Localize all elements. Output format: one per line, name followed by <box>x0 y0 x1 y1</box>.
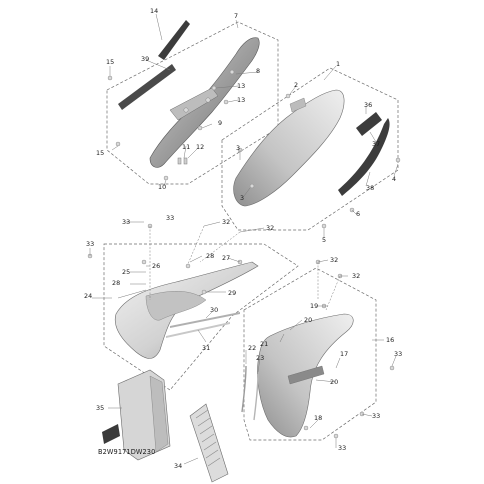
callout-14: 14 <box>150 7 158 15</box>
callout-29: 29 <box>228 289 236 297</box>
callout-18: 18 <box>314 414 322 422</box>
callout-15-bottom: 15 <box>96 149 104 157</box>
callout-labels: 14 7 39 15 8 13 13 9 15 11 12 10 1 2 36 … <box>84 7 402 470</box>
callout-32-b: 32 <box>266 224 274 232</box>
callout-34: 34 <box>174 462 182 470</box>
callout-6: 6 <box>356 210 360 218</box>
callout-37: 37 <box>372 140 380 148</box>
fasteners-group-7 <box>107 69 235 181</box>
callout-7: 7 <box>234 12 238 20</box>
callout-33-e: 33 <box>372 412 380 420</box>
callout-23: 23 <box>256 354 264 362</box>
part-strip-39 <box>118 64 176 110</box>
part-cover-1 <box>233 89 345 207</box>
part-strip-38 <box>338 118 390 196</box>
part-strip-22 <box>241 365 247 413</box>
fasteners-group-24 <box>87 223 243 295</box>
callout-26: 26 <box>152 262 160 270</box>
callout-28-left: 28 <box>112 279 120 287</box>
callout-35: 35 <box>96 404 104 412</box>
callout-25: 25 <box>122 268 130 276</box>
callout-22: 22 <box>248 344 256 352</box>
callout-33-d: 33 <box>394 350 402 358</box>
callout-3-upper: 3 <box>236 144 240 152</box>
part-shroud-24 <box>114 261 259 359</box>
part-strip-23 <box>253 373 259 421</box>
callout-20-lower: 20 <box>330 378 338 386</box>
callout-33-c: 33 <box>86 240 94 248</box>
callout-11: 11 <box>182 143 190 151</box>
callout-8: 8 <box>256 67 260 75</box>
callout-36: 36 <box>364 101 372 109</box>
callout-3-lower: 3 <box>240 194 244 202</box>
diagram-code: B2W9171DW230 <box>98 448 155 456</box>
callout-10: 10 <box>158 183 166 191</box>
callout-16: 16 <box>386 336 394 344</box>
callout-20-upper: 20 <box>304 316 312 324</box>
callout-31: 31 <box>202 344 210 352</box>
callout-21: 21 <box>260 340 268 348</box>
callout-5: 5 <box>322 236 326 244</box>
group-boundary-24 <box>103 243 299 391</box>
callout-13-lower: 13 <box>237 96 245 104</box>
group-boundary-16 <box>243 267 377 441</box>
callout-2: 2 <box>294 81 298 89</box>
callout-19: 19 <box>310 302 318 310</box>
callout-33-b: 33 <box>166 214 174 222</box>
part-strip-30 <box>170 312 240 328</box>
callout-38: 38 <box>366 184 374 192</box>
callout-4: 4 <box>392 175 396 183</box>
callout-1: 1 <box>336 60 340 68</box>
callout-39: 39 <box>141 55 149 63</box>
callout-28-right: 28 <box>206 252 214 260</box>
callout-33-a: 33 <box>122 218 130 226</box>
callout-9: 9 <box>218 119 222 127</box>
part-panel-16 <box>257 313 354 438</box>
callout-17: 17 <box>340 350 348 358</box>
callout-13-upper: 13 <box>237 82 245 90</box>
group-boundary-1 <box>221 67 399 231</box>
callout-32-d: 32 <box>352 272 360 280</box>
callout-33-f: 33 <box>338 444 346 452</box>
part-pad-36 <box>356 112 382 136</box>
callout-12: 12 <box>196 143 204 151</box>
part-louver-34 <box>189 403 229 483</box>
callout-32-a: 32 <box>222 218 230 226</box>
leader-lines <box>89 13 399 465</box>
callout-32-c: 32 <box>330 256 338 264</box>
callout-30: 30 <box>210 306 218 314</box>
logo-tag-icon <box>102 424 120 444</box>
part-strip-14 <box>158 20 190 60</box>
callout-27: 27 <box>222 254 230 262</box>
group-boundary-7 <box>106 21 279 185</box>
callout-15-top: 15 <box>106 58 114 66</box>
part-grille-35 <box>117 369 171 461</box>
callout-24: 24 <box>84 292 92 300</box>
